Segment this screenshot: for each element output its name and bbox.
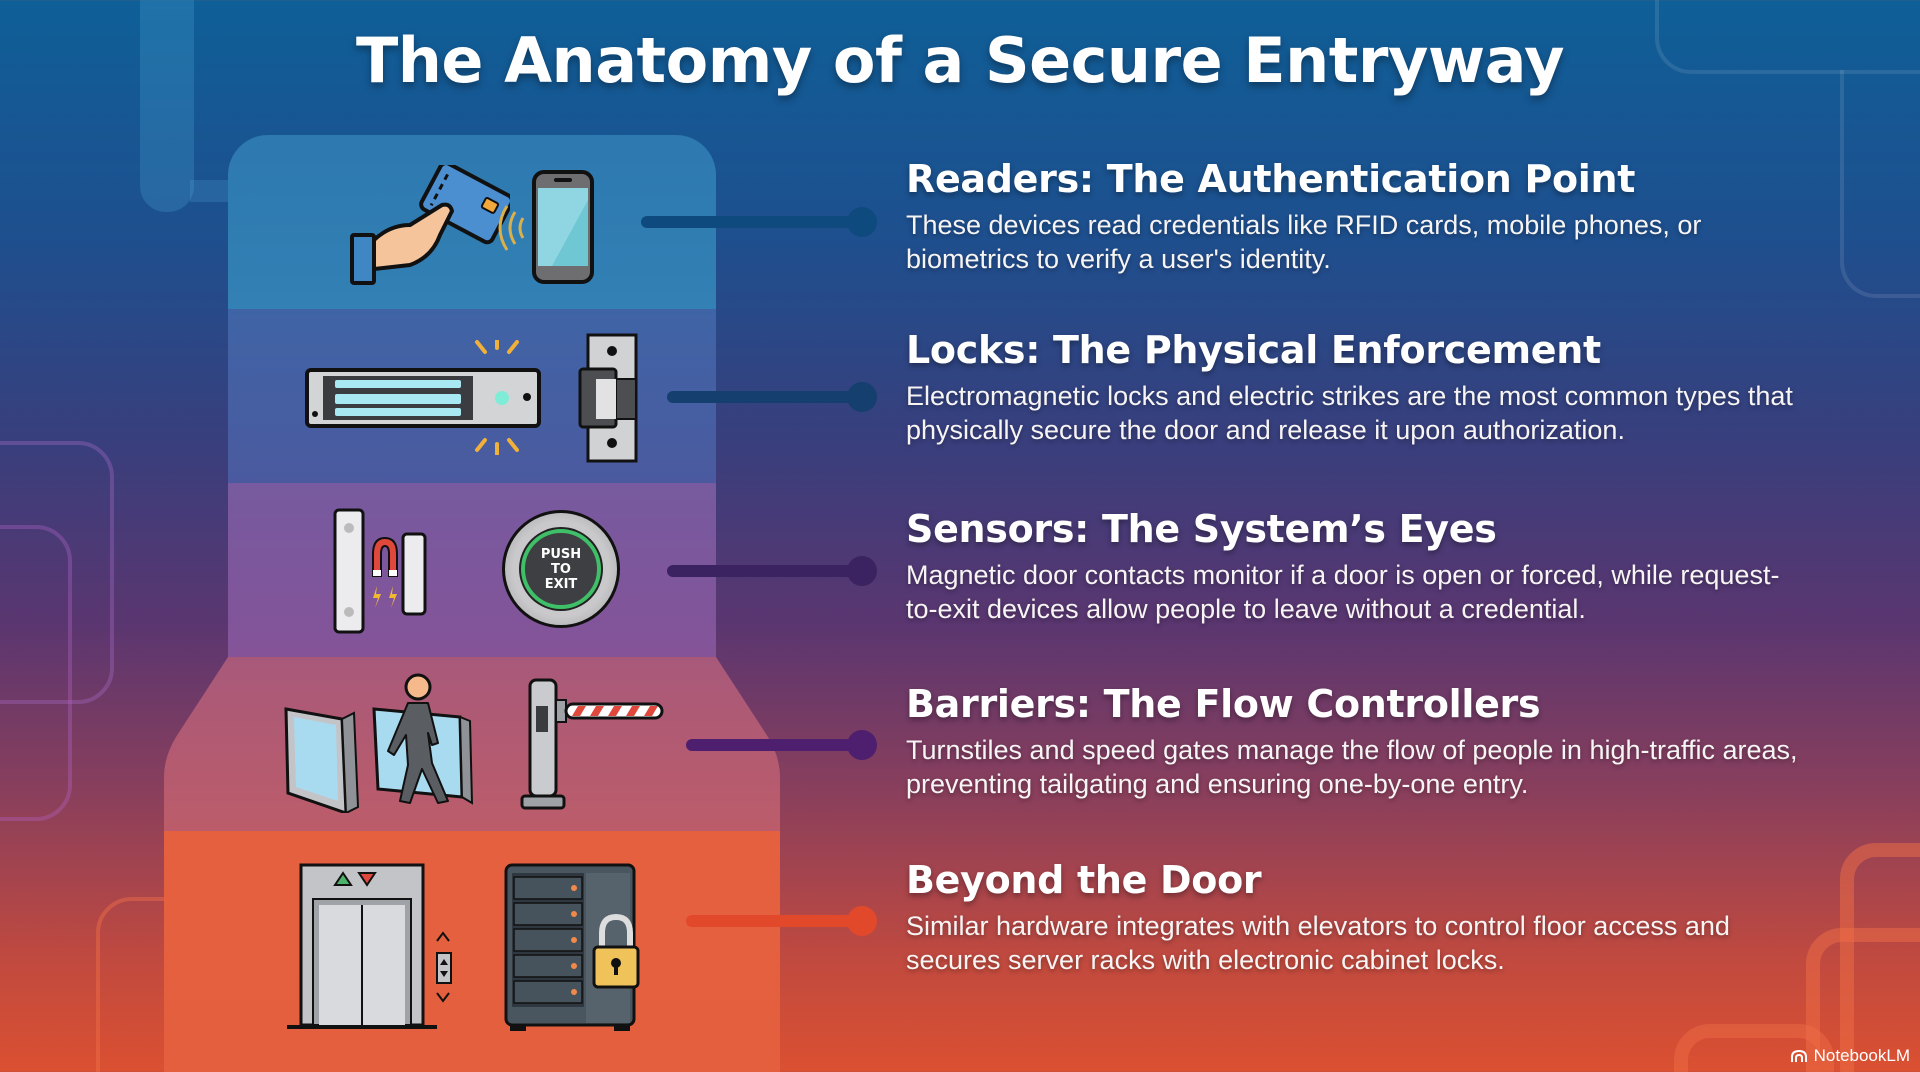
push-label: PUSH [540,546,582,562]
section-body: Similar hardware integrates with elevato… [906,911,1730,975]
push-to-exit-icon: PUSH TO EXIT [502,510,620,628]
connector-dot [847,556,877,586]
connector-locks [667,382,877,412]
nfc-waves-icon [498,205,525,251]
connector-barriers [686,730,877,760]
notebooklm-watermark: NotebookLM [1790,1046,1910,1066]
section-heading: Beyond the Door [906,858,1262,902]
section-body: These devices read credentials like RFID… [906,210,1702,274]
connector-readers [641,207,877,237]
section-sensors: Sensors: The System’s Eyes Magnetic door… [906,506,1866,626]
section-heading: Readers: The Authentication Point [906,157,1636,201]
push-to-exit-face: PUSH TO EXIT [521,529,601,609]
section-body: Turnstiles and speed gates manage the fl… [906,735,1798,799]
section-body: Electromagnetic locks and electric strik… [906,381,1793,445]
section-body: Magnetic door contacts monitor if a door… [906,560,1780,624]
maglock-icon [305,340,541,455]
connector-beyond [686,906,877,936]
elevator-icon [287,863,452,1029]
notebooklm-logo-icon [1790,1049,1807,1062]
connector-sensors [667,556,877,586]
band-sensors [228,483,716,657]
section-locks: Locks: The Physical Enforcement Electrom… [906,327,1866,447]
to-label: TO [551,561,571,577]
speed-gate-icon [284,673,474,813]
page-title: The Anatomy of a Secure Entryway [356,24,1565,97]
connector-dot [847,906,877,936]
entryway-stack-panel: PUSH TO EXIT [164,135,780,1072]
connector-dot [847,207,877,237]
section-barriers: Barriers: The Flow Controllers Turnstile… [906,681,1866,801]
band-beyond [164,831,780,1072]
smartphone-icon [532,170,594,284]
exit-label: EXIT [544,576,578,592]
section-beyond: Beyond the Door Similar hardware integra… [906,857,1866,977]
electric-strike-icon [578,333,638,463]
brand-label: NotebookLM [1813,1046,1910,1065]
section-heading: Locks: The Physical Enforcement [906,328,1601,372]
section-readers: Readers: The Authentication Point These … [906,156,1866,276]
section-heading: Sensors: The System’s Eyes [906,507,1497,551]
server-rack-lock-icon [504,863,640,1031]
hand-card-icon [350,165,510,285]
section-heading: Barriers: The Flow Controllers [906,682,1541,726]
boom-barrier-icon [520,678,664,810]
connector-dot [847,730,877,760]
connector-dot [847,382,877,412]
door-contact-icon [333,508,427,634]
